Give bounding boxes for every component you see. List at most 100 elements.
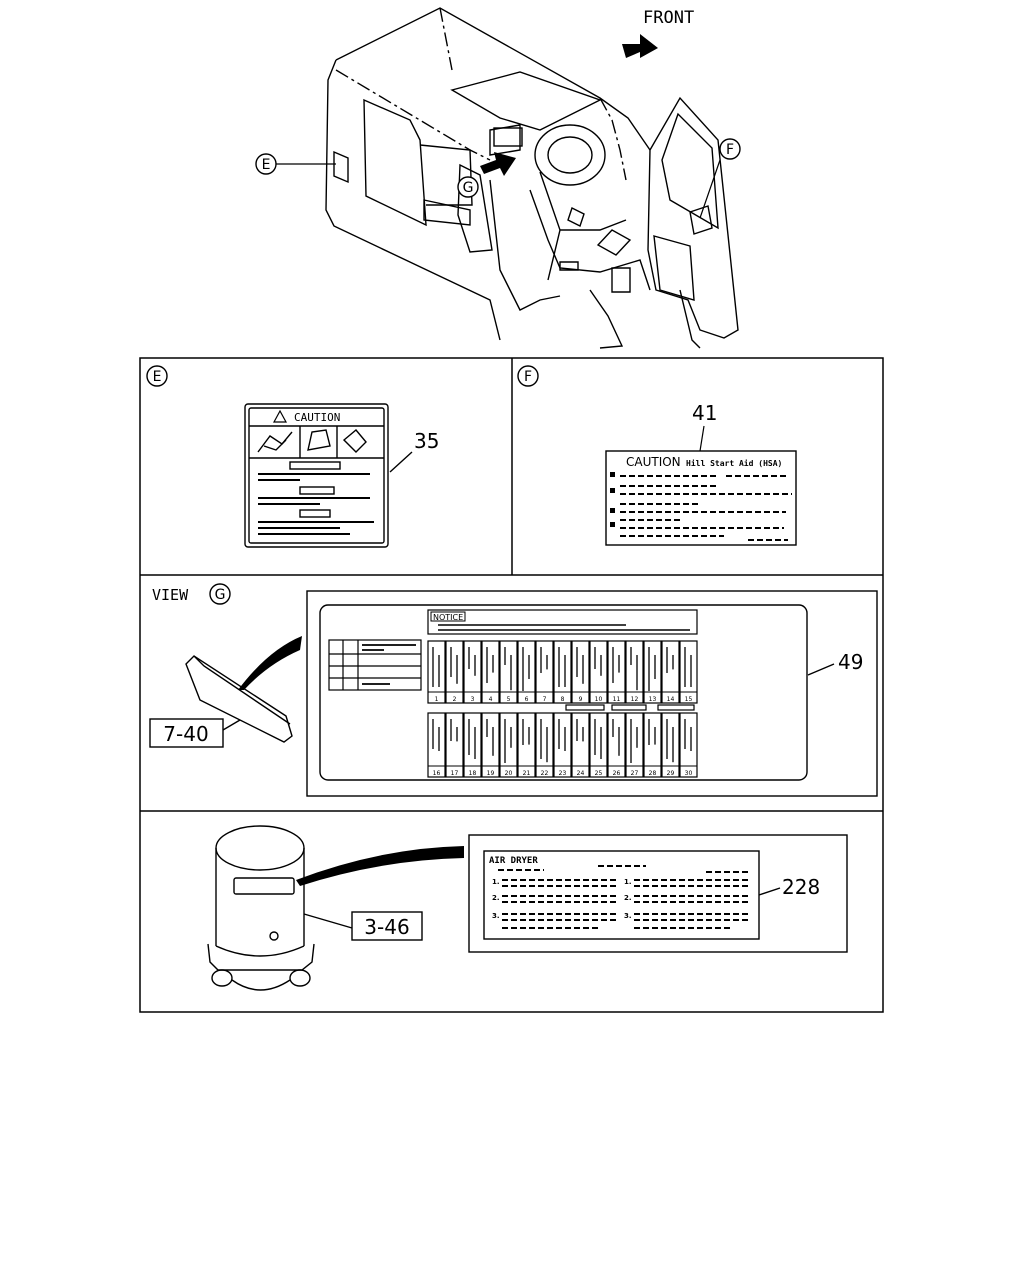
fuse-number: 12 — [631, 696, 639, 703]
fuse-number: 10 — [595, 696, 603, 703]
fuse-number: 1 — [435, 696, 439, 703]
fuse-cell — [607, 640, 626, 704]
fuse-cell — [427, 640, 446, 704]
fuse-cell — [643, 640, 662, 704]
fuse-number: 13 — [649, 696, 657, 703]
fuse-cell — [607, 712, 626, 778]
panel-e-caution-title: CAUTION — [294, 411, 340, 424]
fuse-number: 28 — [649, 770, 657, 777]
front-arrow-icon — [622, 34, 658, 58]
fuse-number: 30 — [685, 770, 693, 777]
panel-f-caution-title: CAUTION — [626, 455, 681, 469]
panel-g-notice-title: NOTICE — [433, 613, 463, 622]
fuse-number: 19 — [487, 770, 495, 777]
fuse-number: 23 — [559, 770, 567, 777]
fuse-number: 16 — [433, 770, 441, 777]
fuse-number: 25 — [595, 770, 603, 777]
fuse-cell — [481, 640, 500, 704]
panel-e — [146, 365, 413, 548]
air-dryer-title: AIR DRYER — [489, 856, 538, 866]
air-bullet-right-2: 2. — [624, 894, 632, 902]
fuse-number: 8 — [561, 696, 565, 703]
panel-g-view-prefix: VIEW — [152, 586, 189, 604]
fuse-cell — [517, 712, 536, 778]
fuse-cell — [535, 712, 554, 778]
fuse-cell — [445, 712, 464, 778]
fuse-number: 11 — [613, 696, 621, 703]
view-g-arrow-icon — [480, 152, 516, 176]
panel-air-ref-part: 3-46 — [364, 915, 409, 939]
fuse-cell — [481, 712, 500, 778]
fuse-cell — [625, 712, 644, 778]
fuse-number: 26 — [613, 770, 621, 777]
front-label: FRONT — [643, 8, 694, 28]
fuse-cell — [571, 640, 590, 704]
panel-f-caution-subtitle: Hill Start Aid (HSA) — [686, 458, 782, 468]
fuse-cell — [571, 712, 590, 778]
fuse-cell — [643, 712, 662, 778]
fuse-number: 9 — [579, 696, 583, 703]
panel-f — [517, 365, 797, 546]
fuse-number: 24 — [577, 770, 585, 777]
callout-g-letter: G — [463, 180, 474, 196]
fuse-number: 6 — [525, 696, 529, 703]
air-bullet-right-3: 3. — [624, 912, 632, 920]
panel-g-part-number: 49 — [838, 650, 863, 674]
fuse-number: 27 — [631, 770, 639, 777]
fuse-number: 4 — [489, 696, 493, 703]
fuse-cell — [517, 640, 536, 704]
fuse-cell — [661, 640, 680, 704]
fuse-number: 5 — [507, 696, 511, 703]
fuse-number: 2 — [453, 696, 457, 703]
panel-e-letter: E — [153, 369, 162, 385]
fuse-cell — [625, 640, 644, 704]
air-bullet-left-1: 1. — [492, 878, 500, 886]
panel-f-part-number: 41 — [692, 401, 717, 425]
panel-air-dryer — [207, 825, 848, 991]
fuse-number: 20 — [505, 770, 513, 777]
panel-air-part-number: 228 — [782, 875, 820, 899]
panel-e-part-number: 35 — [414, 429, 439, 453]
fuse-number: 22 — [541, 770, 549, 777]
panel-f-letter: F — [524, 369, 532, 385]
relay-slot — [611, 704, 647, 711]
fuse-cell — [553, 640, 572, 704]
fuse-cell — [661, 712, 680, 778]
relay-slot — [657, 704, 695, 711]
fuse-cell — [463, 640, 482, 704]
fuse-number: 21 — [523, 770, 531, 777]
callout-e — [255, 153, 277, 175]
fuse-number: 14 — [667, 696, 675, 703]
fuse-cell — [499, 712, 518, 778]
relay-slot — [565, 704, 605, 711]
callout-e-letter: E — [262, 157, 271, 173]
fuse-cell — [679, 712, 698, 778]
fuse-cell — [535, 640, 554, 704]
fuse-number: 7 — [543, 696, 547, 703]
callout-f — [719, 138, 741, 160]
fuse-cell — [463, 712, 482, 778]
fuse-cell — [445, 640, 464, 704]
fuse-cell — [589, 640, 608, 704]
cab-illustration — [325, 7, 739, 349]
fuse-cell — [589, 712, 608, 778]
panel-g-ref-part: 7-40 — [163, 722, 208, 746]
fuse-cell — [499, 640, 518, 704]
panel-frames — [139, 357, 884, 1013]
air-bullet-left-3: 3. — [492, 912, 500, 920]
panel-g-letter: G — [215, 587, 226, 603]
fuse-cell — [553, 712, 572, 778]
fuse-number: 3 — [471, 696, 475, 703]
fuse-number: 29 — [667, 770, 675, 777]
fuse-number: 15 — [685, 696, 693, 703]
callout-g — [457, 176, 479, 198]
air-bullet-right-1: 1. — [624, 878, 632, 886]
fuse-number: 17 — [451, 770, 459, 777]
fuse-number: 18 — [469, 770, 477, 777]
air-bullet-left-2: 2. — [492, 894, 500, 902]
fuse-cell — [427, 712, 446, 778]
fuse-cell — [679, 640, 698, 704]
